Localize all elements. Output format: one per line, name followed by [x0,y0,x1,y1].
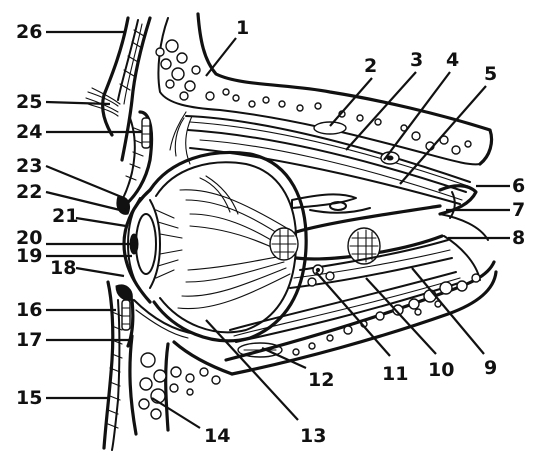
label-26: 26 [16,21,42,43]
label-5: 5 [484,63,497,85]
leader-4 [383,71,451,161]
label-2: 2 [364,55,377,77]
leader-9 [411,267,485,355]
label-10: 10 [428,359,454,381]
label-22: 22 [16,181,42,203]
leader-lines [45,30,510,429]
leader-13 [205,319,299,421]
levator-superior-rectus [169,111,471,205]
leader-3 [345,71,417,151]
leader-5 [399,85,487,185]
label-3: 3 [410,49,423,71]
label-16: 16 [16,299,42,321]
lower-eyelid [102,280,197,451]
label-7: 7 [512,199,525,221]
leader-11 [315,271,391,357]
label-17: 17 [16,329,42,351]
label-14: 14 [204,425,230,447]
upper-eyelid [116,110,154,215]
forehead-skin [101,16,152,162]
label-13: 13 [300,425,326,447]
leader-14 [151,397,201,429]
leader-1 [205,37,237,77]
leader-23 [45,164,125,200]
label-19: 19 [16,245,42,267]
label-4: 4 [446,49,459,71]
orbital-floor [128,260,498,436]
label-9: 9 [484,357,497,379]
label-12: 12 [308,369,334,391]
leader-25 [45,100,111,106]
label-21: 21 [52,205,78,227]
label-1: 1 [236,17,249,39]
leader-2 [329,77,373,127]
label-6: 6 [512,175,525,197]
optic-nerve [291,193,444,265]
leader-10 [365,277,437,355]
number-labels: 1 2 3 4 5 6 7 8 9 10 11 12 13 14 15 16 1… [16,17,525,447]
label-25: 25 [16,91,42,113]
label-24: 24 [16,121,42,143]
label-20: 20 [16,227,42,249]
leader-18 [75,266,125,278]
label-15: 15 [16,387,42,409]
eyeball [122,150,308,343]
label-23: 23 [16,155,42,177]
eyebrow [85,87,121,117]
orbital-roof [155,12,494,166]
label-18: 18 [50,257,76,279]
label-8: 8 [512,227,525,249]
leader-22 [45,190,121,212]
leader-21 [75,216,127,228]
label-11: 11 [382,363,408,385]
leader-12 [261,346,307,370]
